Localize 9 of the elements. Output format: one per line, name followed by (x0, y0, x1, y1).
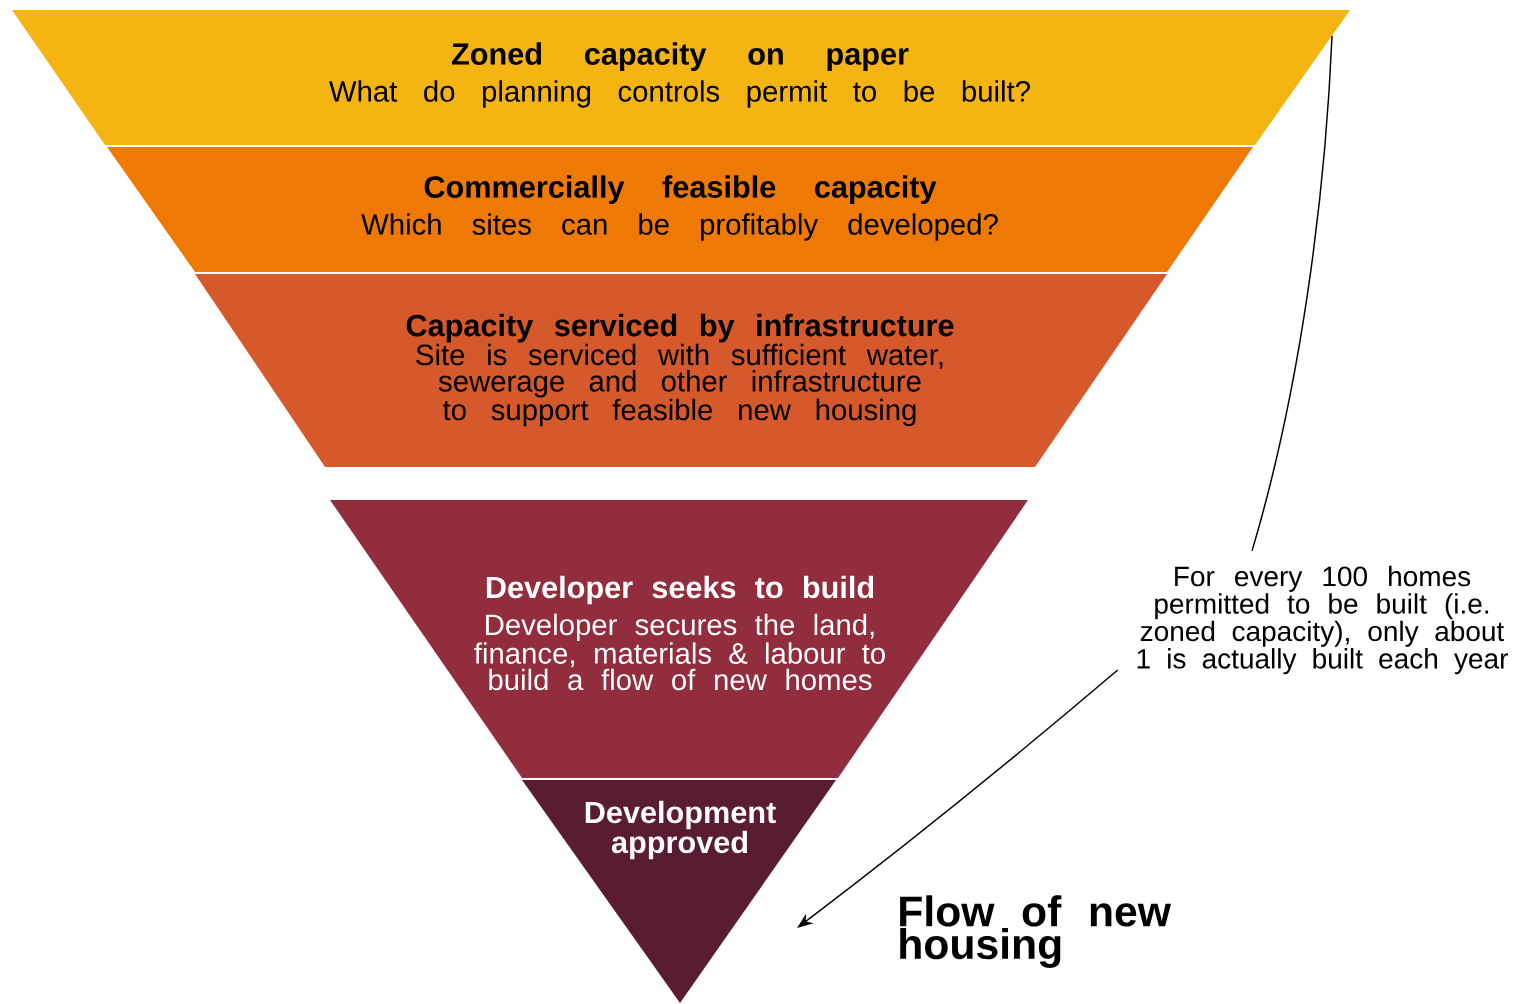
funnel-band: Zoned capacity on paper What do planning controls permit to be built? (12, 10, 1350, 145)
funnel-band: Capacity serviced by infrastructure Site is serviced with sufficient water, sewerage and other infrastructure to support feasible new housing (195, 274, 1167, 467)
leader-line (1251, 35, 1333, 552)
arrow (797, 669, 1119, 928)
funnel-band: Development approved (522, 780, 836, 1003)
note-text: For every 100 homes permitted to be built (i.e. zoned capacity), only about 1 is actually built each year (1137, 565, 1508, 675)
funnel-band: Developer seeks to build Developer secures the land, finance, materials & labour to build a flow of new homes (330, 500, 1028, 778)
caption-text: Flow of new housing (900, 895, 1171, 968)
funnel-band: Commercially feasible capacity Which sites can be profitably developed? (107, 147, 1253, 272)
